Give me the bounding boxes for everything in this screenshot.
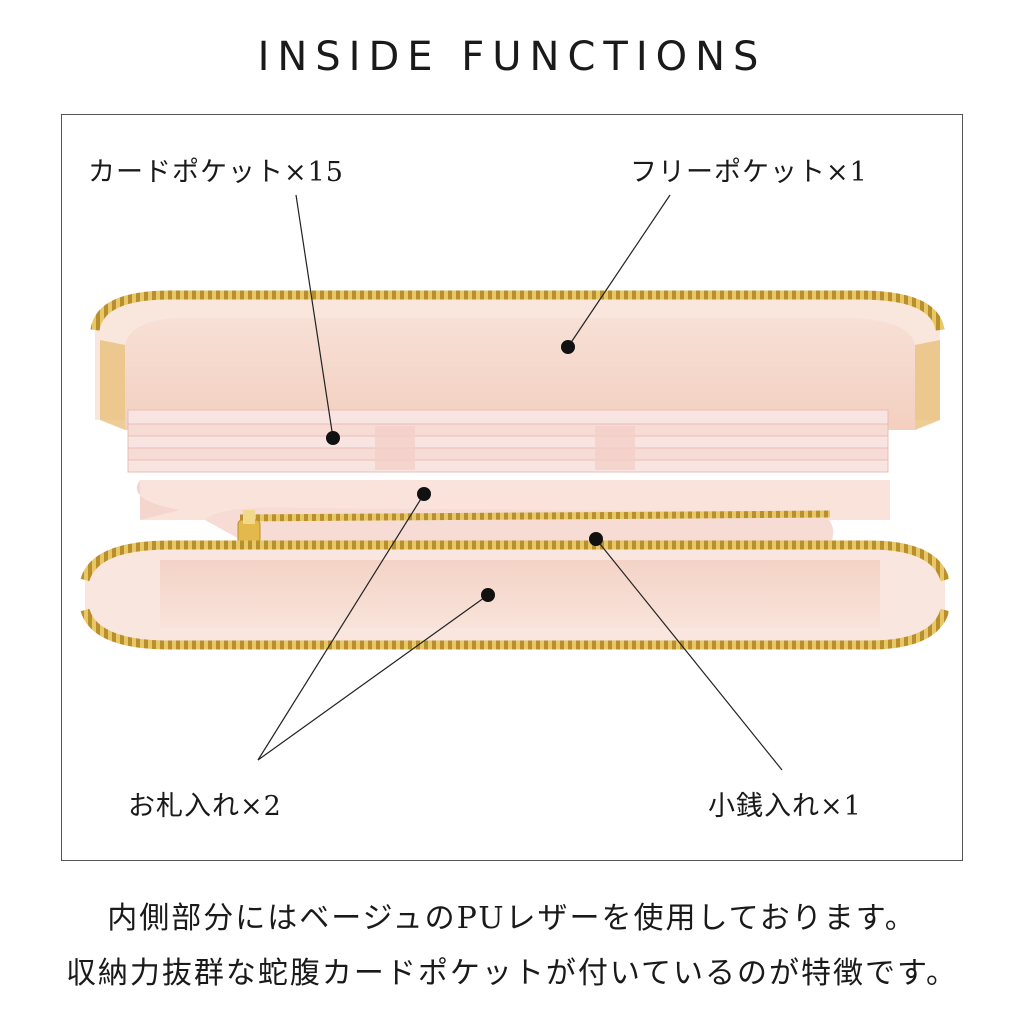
product-photo-frame: [61, 114, 963, 861]
annotation-dots: [326, 340, 603, 602]
free-pocket-label: フリーポケット×1: [630, 157, 868, 188]
coin-purse-label: 小銭入れ×1: [708, 791, 862, 822]
annotation-leaders: [257, 194, 783, 771]
page-title: INSIDE FUNCTIONS: [257, 34, 767, 80]
bill-compartment-label: お札入れ×2: [128, 791, 282, 822]
front-panel: [80, 540, 950, 650]
caption-line-2: 収納力抜群な蛇腹カードポケットが付いているのが特徴です。: [65, 956, 959, 991]
back-panel: [90, 290, 945, 430]
card-pocket-stack: [127, 409, 889, 473]
caption-line-1: 内側部分にはベージュのPUレザーを使用しております。: [107, 901, 917, 936]
card-pocket-label: カードポケット×15: [88, 157, 344, 188]
